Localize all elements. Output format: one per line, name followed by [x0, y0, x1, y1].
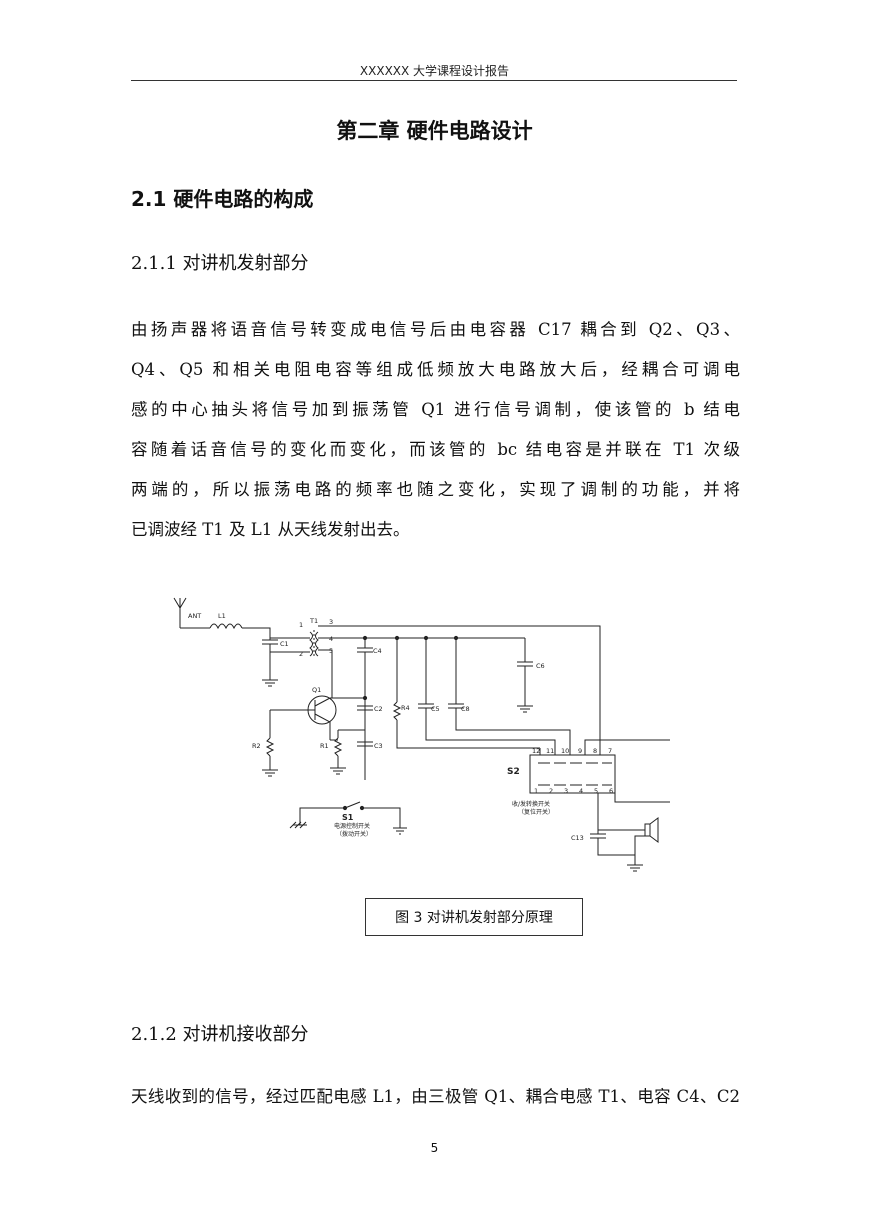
label-c8: C8: [461, 705, 470, 713]
label-t1-pin3: 3: [329, 618, 333, 626]
label-t1-pin1: 1: [299, 621, 303, 629]
capacitor-c13: [590, 833, 606, 839]
resistor-r4: [392, 701, 402, 721]
label-c5: C5: [431, 705, 440, 713]
paragraph-line: 感的中心抽头将信号加到振荡管 Q1 进行信号调制，使该管的 b 结电: [131, 400, 740, 419]
s2-pin-8: 8: [593, 747, 597, 755]
label-s1: S1: [342, 813, 354, 822]
paragraph-line: 已调波经 T1 及 L1 从天线发射出去。: [131, 520, 410, 539]
paragraph-line: Q4、Q5 和相关电阻电容等组成低频放大电路放大后，经耦合可调电: [131, 360, 740, 379]
label-l1: L1: [218, 612, 226, 620]
label-c6: C6: [536, 662, 545, 670]
s2-pin-1: 1: [534, 787, 538, 795]
page-header: XXXXXX 大学课程设计报告: [359, 64, 510, 78]
label-r4: R4: [401, 704, 410, 712]
resistor-r1: [333, 737, 343, 757]
paragraph-receive: 天线收到的信号，经过匹配电感 L1，由三极管 Q1、耦合电感 T1、电容 C4、…: [131, 1077, 740, 1117]
label-c3: C3: [374, 742, 383, 750]
figure-caption: 图 3 对讲机发射部分原理: [365, 898, 583, 936]
label-c1: C1: [280, 640, 289, 648]
paragraph-line: 两端的，所以振荡电路的频率也随之变化，实现了调制的功能，并将: [131, 480, 740, 499]
label-t1-pin2: 2: [299, 650, 303, 658]
capacitor-c4: [357, 647, 373, 653]
s1-caption-2: （拨动开关）: [336, 830, 372, 838]
switch-s2: [529, 754, 616, 794]
chapter-title: 第二章 硬件电路设计: [336, 119, 533, 143]
paragraph-line: 容随着话音信号的变化而变化，而该管的 bc 结电容是并联在 T1 次级: [131, 440, 740, 459]
s2-pin-4: 4: [579, 787, 583, 795]
transmitter-circuit-diagram: ANT L1 T1 1 2 3 4 5 C1 C4 C6 Q1 C2 R4 C5…: [173, 597, 670, 872]
label-ant: ANT: [188, 612, 201, 620]
label-s2: S2: [507, 767, 520, 777]
label-t1-pin4: 4: [329, 635, 333, 643]
label-t1: T1: [309, 617, 318, 625]
label-r2: R2: [252, 742, 261, 750]
resistor-r2: [265, 737, 275, 757]
s2-caption-2: （复位开关）: [518, 808, 554, 816]
s2-pin-5: 5: [594, 787, 598, 795]
label-t1-pin5: 5: [329, 647, 333, 655]
page-number: 5: [430, 1141, 439, 1155]
s2-pin-11: 11: [546, 747, 554, 755]
paragraph-line: 由扬声器将语音信号转变成电信号后由电容器 C17 耦合到 Q2、Q3、: [131, 320, 740, 339]
label-q1: Q1: [312, 686, 321, 694]
s2-pin-12: 12: [532, 747, 540, 755]
label-c2: C2: [374, 705, 383, 713]
section-heading-2-1: 2.1 硬件电路的构成: [131, 187, 314, 211]
s2-pin-9: 9: [578, 747, 582, 755]
speaker-icon: [644, 817, 659, 843]
s2-pin-7: 7: [608, 747, 612, 755]
header-rule: [131, 80, 737, 81]
s2-pin-3: 3: [564, 787, 568, 795]
paragraph-transmit: 由扬声器将语音信号转变成电信号后由电容器 C17 耦合到 Q2、Q3、 Q4、Q…: [131, 310, 740, 550]
s2-pin-6: 6: [609, 787, 613, 795]
label-c4: C4: [373, 647, 382, 655]
inductor-l1: [209, 623, 243, 630]
section-heading-2-1-1: 2.1.1 对讲机发射部分: [131, 253, 309, 274]
section-heading-2-1-2: 2.1.2 对讲机接收部分: [131, 1024, 309, 1045]
s2-pin-10: 10: [561, 747, 569, 755]
s2-caption-1: 收/发转换开关: [512, 800, 550, 808]
antenna-icon: [173, 597, 187, 628]
capacitor-c2: [357, 705, 373, 711]
label-r1: R1: [320, 742, 329, 750]
capacitor-c1: [262, 639, 278, 645]
transformer-t1: [309, 631, 319, 657]
s1-caption-1: 电源控制开关: [334, 822, 370, 830]
switch-s1: [344, 801, 361, 809]
s2-pin-2: 2: [549, 787, 553, 795]
capacitor-c3: [357, 741, 373, 747]
paragraph-line: 天线收到的信号，经过匹配电感 L1，由三极管 Q1、耦合电感 T1、电容 C4、…: [131, 1087, 740, 1106]
label-c13: C13: [571, 834, 584, 842]
capacitor-c6: [517, 661, 533, 667]
